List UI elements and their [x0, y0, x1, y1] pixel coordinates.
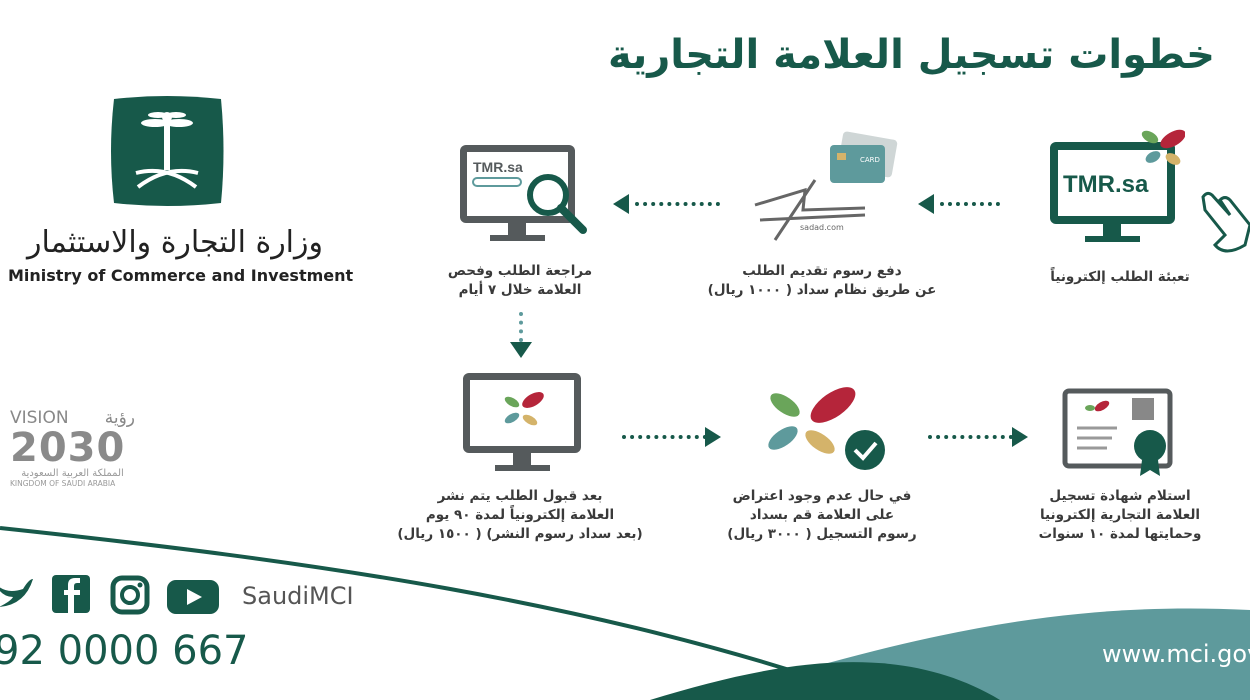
facebook-icon[interactable]	[52, 575, 90, 613]
monitor-tmr-icon: TMR.sa	[1050, 129, 1185, 242]
instagram-icon[interactable]	[110, 575, 150, 615]
youtube-icon[interactable]	[167, 580, 219, 614]
monitor-search-icon: TMR.sa	[460, 145, 587, 241]
arrow-dots-2	[635, 202, 720, 206]
vision-en: VISION	[10, 408, 69, 428]
twitter-icon[interactable]	[0, 575, 35, 613]
pointer-hand-icon	[1201, 191, 1250, 253]
arrow-down	[510, 342, 532, 358]
monitor-publish-icon	[463, 373, 581, 471]
arrow-dots-4	[928, 435, 1013, 439]
website-url[interactable]: www.mci.gov	[1102, 640, 1250, 668]
arrow-dots-down	[519, 312, 523, 342]
vision-2030-logo: VISION رؤية 2030 المملكة العربية السعودي…	[10, 408, 135, 488]
certificate-icon	[1062, 388, 1173, 476]
ministry-name-ar: وزارة التجارة والاستثمار	[27, 225, 323, 260]
svg-text:CARD: CARD	[860, 156, 880, 164]
kingdom-en: KINGDOM OF SAUDI ARABIA	[10, 479, 116, 488]
svg-text:TMR.sa: TMR.sa	[473, 159, 523, 175]
sadad-payment-icon: CARD sadad.com	[754, 131, 898, 241]
arrow-right-2	[1012, 427, 1028, 447]
arrow-dots-3	[622, 435, 707, 439]
vision-ar: رؤية	[104, 408, 135, 428]
social-handle: SaudiMCI	[242, 582, 354, 610]
page-title: خطوات تسجيل العلامة التجارية	[607, 32, 1215, 78]
svg-text:sadad.com: sadad.com	[800, 223, 844, 232]
ministry-name-en: Ministry of Commerce and Investment	[8, 266, 354, 285]
ministry-logo-icon	[111, 96, 224, 206]
phone-number: 92 0000 667	[0, 628, 249, 674]
arrow-left-2	[613, 194, 629, 214]
arrow-right-1	[705, 427, 721, 447]
svg-text:TMR.sa: TMR.sa	[1063, 171, 1149, 198]
trademark-approved-icon	[768, 387, 885, 470]
step-1-text: تعبئة الطلب إلكترونياً	[1050, 269, 1190, 285]
arrow-left-1	[918, 194, 934, 214]
vision-year: 2030	[10, 425, 126, 471]
kingdom-ar: المملكة العربية السعودية	[21, 468, 124, 479]
arrow-dots-1	[940, 202, 1000, 206]
